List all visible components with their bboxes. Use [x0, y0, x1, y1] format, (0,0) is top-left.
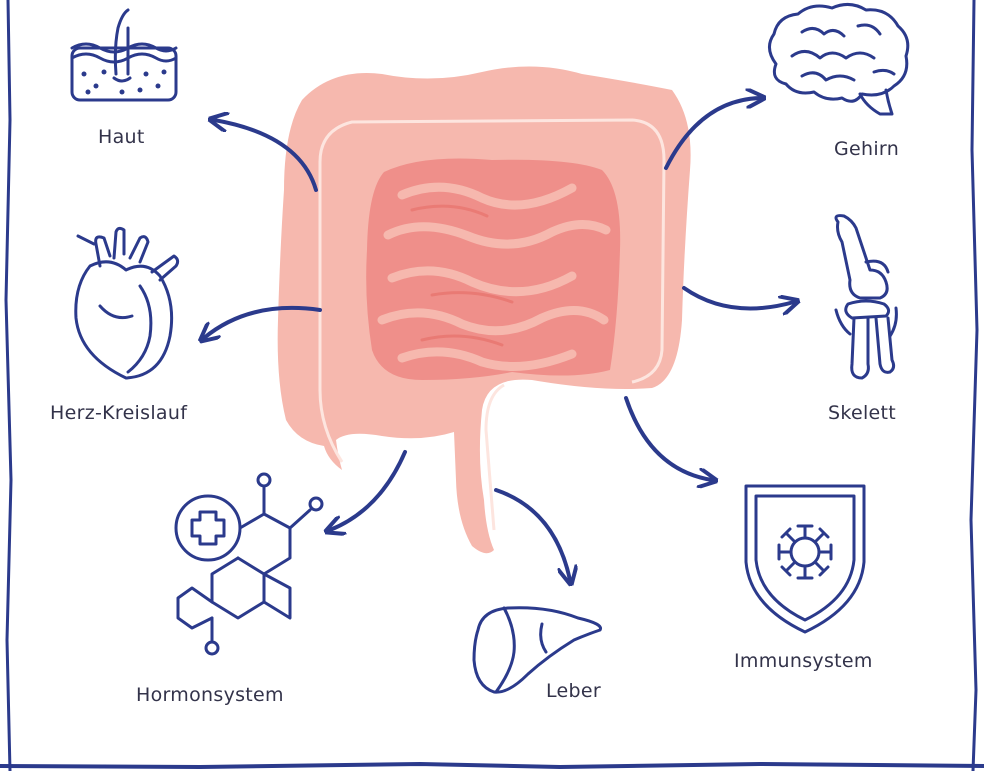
label-immun: Immunsystem [734, 650, 873, 672]
immune-shield-icon [740, 478, 870, 638]
knee-joint-icon [826, 214, 916, 384]
arrow-to-gehirn [666, 98, 760, 168]
hormone-molecule-icon [164, 462, 344, 662]
heart-icon [70, 226, 190, 386]
label-leber: Leber [546, 680, 601, 702]
label-haut: Haut [98, 126, 145, 148]
brain-icon [762, 2, 912, 120]
skin-icon [66, 8, 186, 108]
label-skelett: Skelett [828, 402, 896, 424]
arrow-to-immun [626, 398, 712, 480]
label-gehirn: Gehirn [834, 138, 899, 160]
label-hormon: Hormonsystem [136, 684, 284, 706]
label-herz: Herz-Kreislauf [50, 402, 187, 424]
arrow-to-herz [204, 308, 320, 338]
arrow-to-leber [496, 490, 570, 580]
arrow-to-haut [214, 120, 316, 190]
arrow-to-skelett [684, 288, 794, 308]
